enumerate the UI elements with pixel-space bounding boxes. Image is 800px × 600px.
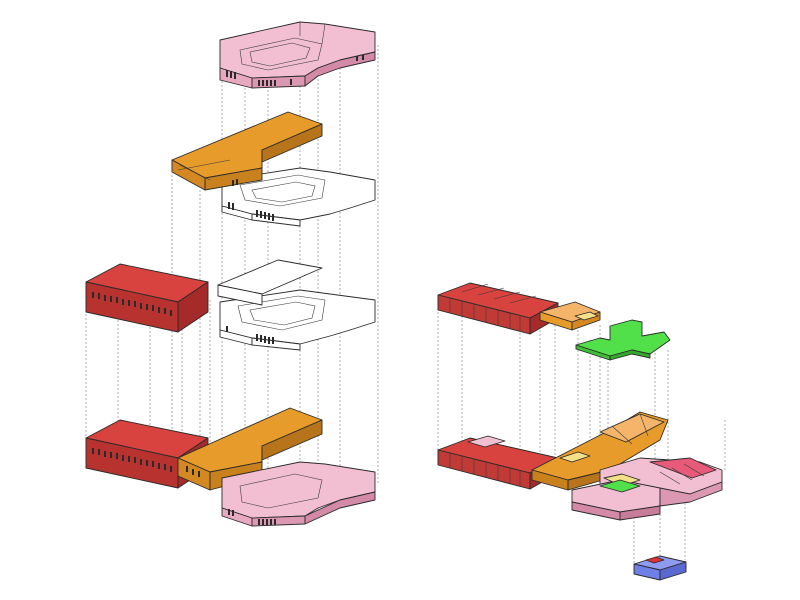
left-middle-level [85, 259, 376, 351]
right-projection-guides [437, 300, 726, 565]
right-upper-level [437, 282, 671, 361]
right-basement-level [633, 555, 687, 581]
red-ground-cells [449, 453, 521, 486]
left-ground-level [85, 407, 376, 527]
right-ground-level [437, 411, 723, 521]
red-wing-cells [449, 283, 537, 331]
left-roof-level [219, 21, 376, 89]
red-block-windows [92, 292, 172, 316]
red-ground-windows [92, 448, 172, 472]
left-upper-level [171, 111, 376, 227]
